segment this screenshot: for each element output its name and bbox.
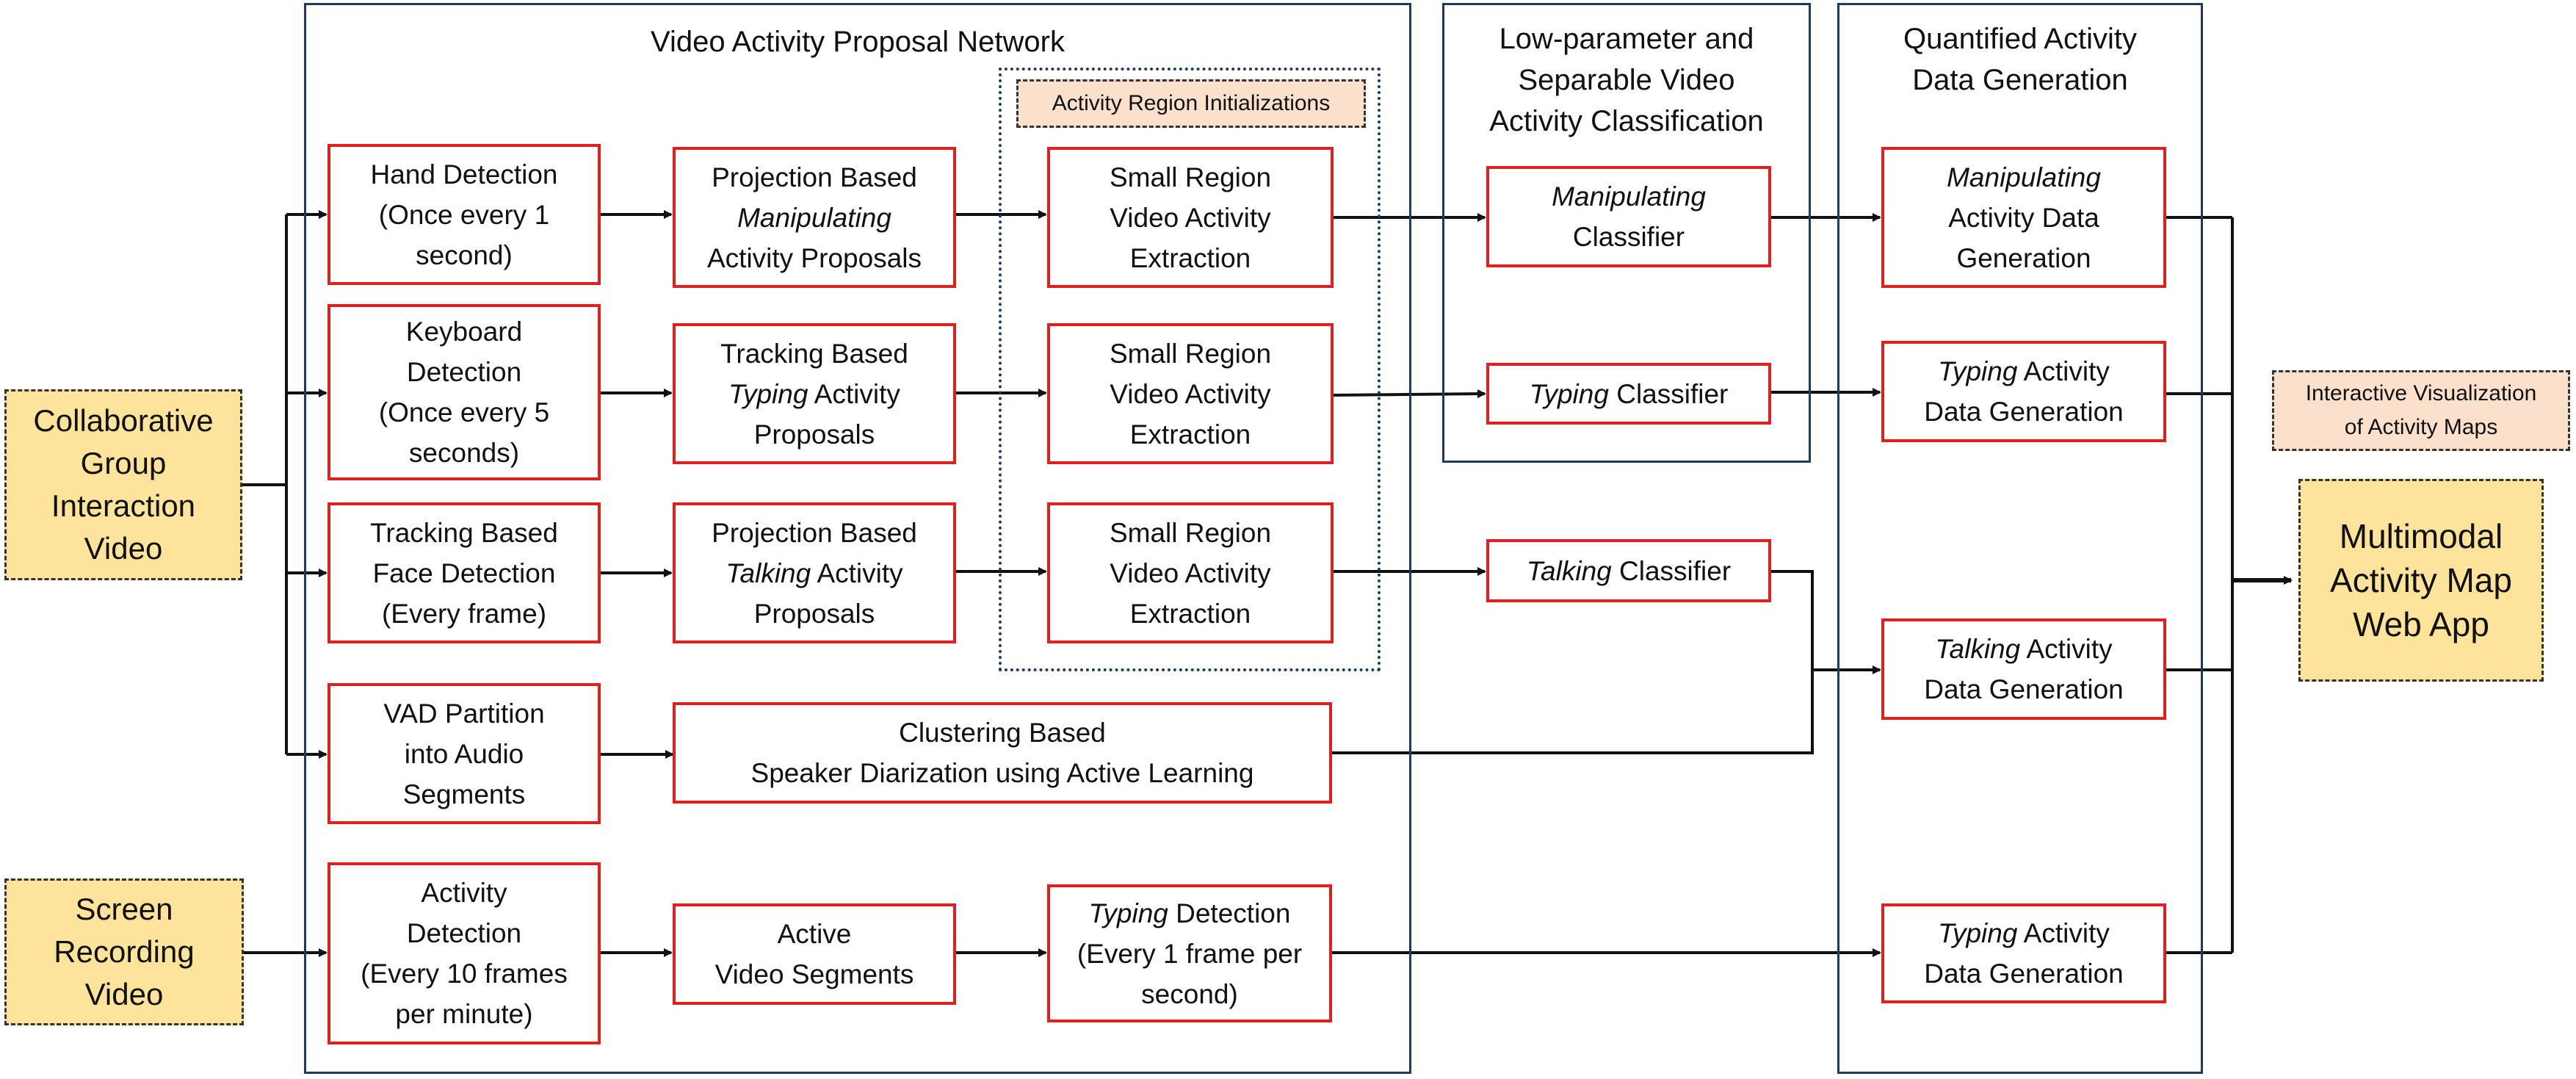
screen-typing-generation-label: Typing Activity Data Generation <box>1924 918 2124 989</box>
typing-generation-box: Typing Activity Data Generation <box>1881 341 2166 442</box>
active-video-segments-label: Active Video Segments <box>714 919 914 989</box>
typing-detection-box: Typing Detection (Every 1 frame per seco… <box>1047 884 1332 1022</box>
panel-title-classification: Low-parameter and Separable Video Activi… <box>1489 23 1764 137</box>
panel-classification: Low-parameter and Separable Video Activi… <box>1442 3 1811 463</box>
face-detection-label: Tracking Based Face Detection (Every fra… <box>370 517 558 629</box>
talking-extraction-box: Small Region Video Activity Extraction <box>1047 502 1334 643</box>
screen-typing-generation-box: Typing Activity Data Generation <box>1881 903 2166 1003</box>
vad-partition-label: VAD Partition into Audio Segments <box>383 698 545 809</box>
typing-extraction-label: Small Region Video Activity Extraction <box>1109 338 1272 450</box>
typing-extraction-box: Small Region Video Activity Extraction <box>1047 323 1334 464</box>
typing-detection-label: Typing Detection (Every 1 frame per seco… <box>1077 898 1303 1009</box>
panel-title-vapn: Video Activity Proposal Network <box>651 26 1065 58</box>
activity-detection-label: Activity Detection (Every 10 frames per … <box>361 878 568 1029</box>
hand-detection-label: Hand Detection (Once every 1 second) <box>370 159 558 270</box>
speaker-diarization-label: Clustering Based Speaker Diarization usi… <box>750 718 1254 788</box>
activity-region-initializations-label: Activity Region Initializations <box>1016 79 1366 128</box>
multimodal-web-app-output: Multimodal Activity Map Web App <box>2298 479 2544 682</box>
typing-generation-label: Typing Activity Data Generation <box>1924 356 2124 427</box>
manipulating-extraction-label: Small Region Video Activity Extraction <box>1109 162 1272 273</box>
manipulating-extraction-box: Small Region Video Activity Extraction <box>1047 147 1334 288</box>
speaker-diarization-box: Clustering Based Speaker Diarization usi… <box>673 702 1332 804</box>
typing-classifier-label: Typing Classifier <box>1529 378 1729 409</box>
collaborative-video-input: Collaborative Group Interaction Video <box>4 389 242 580</box>
activity-detection-box: Activity Detection (Every 10 frames per … <box>328 862 601 1044</box>
talking-classifier-box: Talking Classifier <box>1486 539 1771 602</box>
keyboard-detection-box: Keyboard Detection (Once every 5 seconds… <box>328 304 601 480</box>
face-detection-box: Tracking Based Face Detection (Every fra… <box>328 502 601 643</box>
panel-data-generation: Quantified Activity Data Generation <box>1837 3 2203 1074</box>
connector-talking-classifier-down <box>1771 570 1814 670</box>
talking-classifier-label: Talking Classifier <box>1526 555 1732 586</box>
vad-partition-box: VAD Partition into Audio Segments <box>328 683 601 824</box>
screen-recording-input: Screen Recording Video <box>4 878 244 1025</box>
typing-classifier-box: Typing Classifier <box>1486 363 1771 425</box>
panel-title-generation: Quantified Activity Data Generation <box>1903 23 2137 96</box>
active-video-segments-box: Active Video Segments <box>673 903 956 1005</box>
panel-video-activity-proposal-network: Video Activity Proposal Network <box>304 3 1411 1074</box>
talking-generation-label: Talking Activity Data Generation <box>1924 634 2124 704</box>
talking-generation-box: Talking Activity Data Generation <box>1881 618 2166 720</box>
activity-region-group <box>999 68 1381 671</box>
talking-extraction-label: Small Region Video Activity Extraction <box>1109 517 1272 629</box>
keyboard-detection-label: Keyboard Detection (Once every 5 seconds… <box>378 317 550 468</box>
hand-detection-box: Hand Detection (Once every 1 second) <box>328 144 601 285</box>
interactive-visualization-note: Interactive Visualization of Activity Ma… <box>2272 370 2570 451</box>
connector-clustering-to-merge <box>1332 670 1814 754</box>
